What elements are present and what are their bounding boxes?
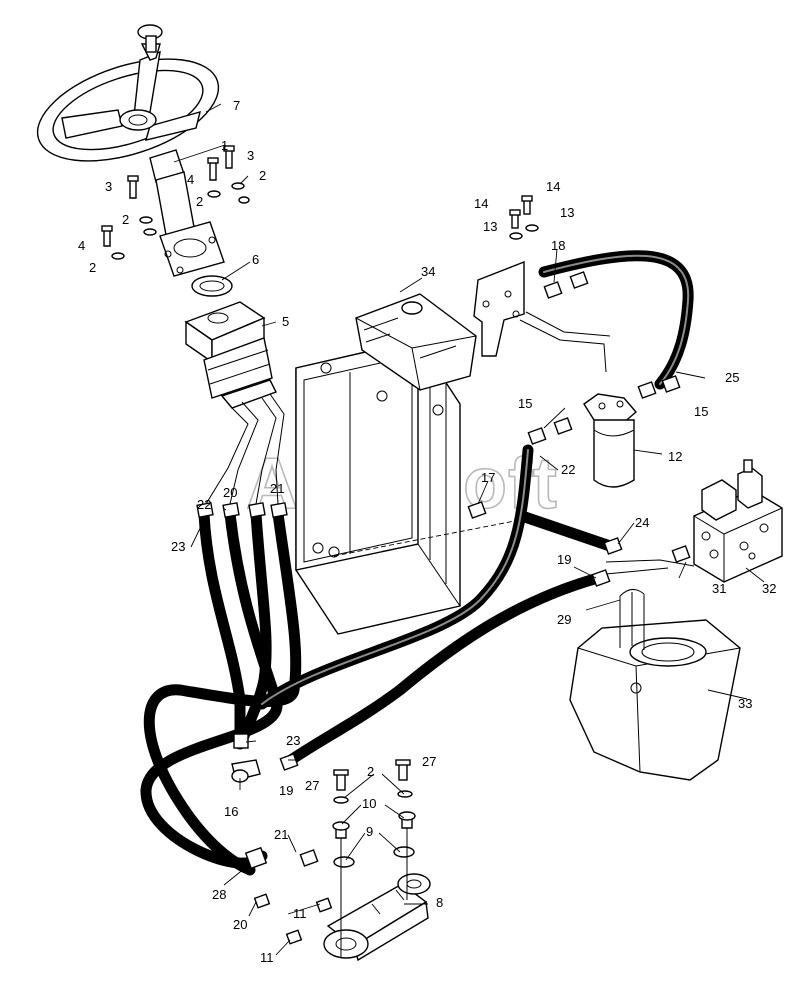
callout-13: 13 [483,219,497,234]
callout-19: 19 [557,552,571,567]
fittings [196,195,691,945]
callout-29: 29 [557,612,571,627]
callout-15: 15 [518,396,532,411]
callout-27: 27 [422,754,436,769]
callout-2: 2 [259,168,266,183]
callout-2: 2 [196,194,203,209]
callout-8: 8 [436,895,443,910]
callout-2: 2 [89,260,96,275]
callout-14: 14 [546,179,560,194]
steering-cylinder [323,873,431,962]
seal-ring [191,275,233,297]
callout-17: 17 [481,470,495,485]
callout-28: 28 [212,887,226,902]
callout-3: 3 [247,148,254,163]
callout-27: 27 [305,778,319,793]
callout-21: 21 [274,827,288,842]
callout-16: 16 [224,804,238,819]
steering-valve [184,301,277,409]
radiator [295,339,521,635]
callout-9: 9 [366,824,373,839]
callout-32: 33 [738,696,752,711]
callout-1: 1 [221,138,228,153]
callout-14: 14 [474,196,488,211]
callout-20: 20 [233,917,247,932]
oil-filter [583,393,637,488]
steel-lines [205,393,695,575]
callout-33: 32 [762,581,776,596]
callout-13: 13 [560,205,574,220]
column-bolts [101,145,250,260]
callout-2: 2 [122,212,129,227]
callout-22: 22 [561,462,575,477]
callout-22: 22 [197,497,211,512]
callout-5: 5 [282,314,289,329]
callout-21: 21 [270,481,284,496]
callout-11: 11 [293,906,307,921]
control-valve-block [693,459,783,583]
callout-24: 24 [635,515,649,530]
hydraulic-tank [569,589,741,781]
callout-34: 34 [421,264,435,279]
steering-wheel [36,24,220,162]
callout-4: 4 [78,238,85,253]
callout-12: 12 [668,449,682,464]
callout-19: 19 [279,783,293,798]
steering-column [149,149,225,277]
mounting-bracket [473,260,611,373]
callout-11: 11 [260,950,274,965]
callout-15: 15 [694,404,708,419]
callout-18: 18 [551,238,565,253]
callout-20: 20 [223,485,237,500]
cylinder-hardware [332,759,416,958]
callout-23: 23 [171,539,185,554]
callout-3: 3 [105,179,112,194]
hoses [140,250,694,876]
expansion-tank [355,293,477,391]
callout-6: 6 [252,252,259,267]
callout-23: 23 [286,733,300,748]
callout-7: 7 [233,98,240,113]
callout-10: 10 [362,796,376,811]
callout-25: 25 [725,370,739,385]
callout-2: 2 [367,764,374,779]
callout-4: 4 [187,172,194,187]
leader-lines [173,103,765,956]
callout-labels: 1 2 2 2 2 2 3 3 4 4 5 6 7 8 9 10 11 11 1… [78,98,776,965]
callout-31: 31 [712,581,726,596]
